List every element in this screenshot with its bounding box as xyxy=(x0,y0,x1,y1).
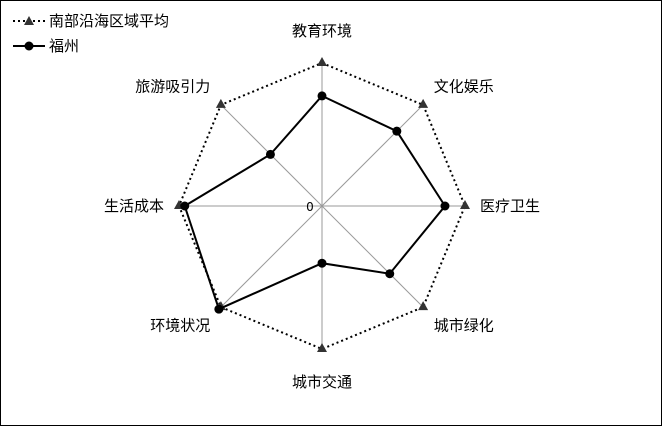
fuzhou-circle-marker xyxy=(385,269,395,279)
fuzhou-circle-marker xyxy=(317,91,327,101)
center-zero-label: 0 xyxy=(306,200,314,214)
series-line-0 xyxy=(177,61,467,351)
fuzhou-circle-marker xyxy=(214,304,224,314)
axis-label: 医疗卫生 xyxy=(480,197,540,215)
series-line-1 xyxy=(183,94,447,311)
axis-label: 教育环境 xyxy=(292,22,352,40)
legend-label-fuzhou: 福州 xyxy=(49,37,79,55)
axis-label: 环境状况 xyxy=(150,317,210,335)
average-triangle-marker xyxy=(215,98,226,108)
average-triangle-marker xyxy=(317,343,327,352)
fuzhou-circle-marker xyxy=(317,258,327,268)
average-triangle-marker xyxy=(418,98,429,108)
legend-triangle-marker xyxy=(24,16,34,25)
axis-label: 生活成本 xyxy=(104,197,164,215)
fuzhou-circle-marker xyxy=(180,201,190,211)
average-triangle-marker xyxy=(418,301,429,311)
axis-spoke xyxy=(220,205,323,308)
legend-entry-average: 南部沿海区域平均 xyxy=(13,12,169,30)
axis-label: 旅游吸引力 xyxy=(135,77,210,95)
axis-label: 文化娱乐 xyxy=(434,77,494,95)
chart-legend: 南部沿海区域平均 福州 xyxy=(13,12,169,55)
fuzhou-circle-marker xyxy=(392,126,402,136)
axis-spoke xyxy=(321,104,424,207)
legend-circle-marker xyxy=(24,41,34,51)
average-triangle-marker xyxy=(460,200,470,209)
axis-spoke xyxy=(321,205,424,308)
legend-entry-fuzhou: 福州 xyxy=(13,37,79,55)
axis-label: 城市交通 xyxy=(292,373,352,391)
average-triangle-marker xyxy=(317,57,327,66)
axis-label: 城市绿化 xyxy=(434,317,494,335)
legend-label-average: 南部沿海区域平均 xyxy=(49,12,169,30)
fuzhou-circle-marker xyxy=(265,149,275,159)
fuzhou-circle-marker xyxy=(440,201,450,211)
